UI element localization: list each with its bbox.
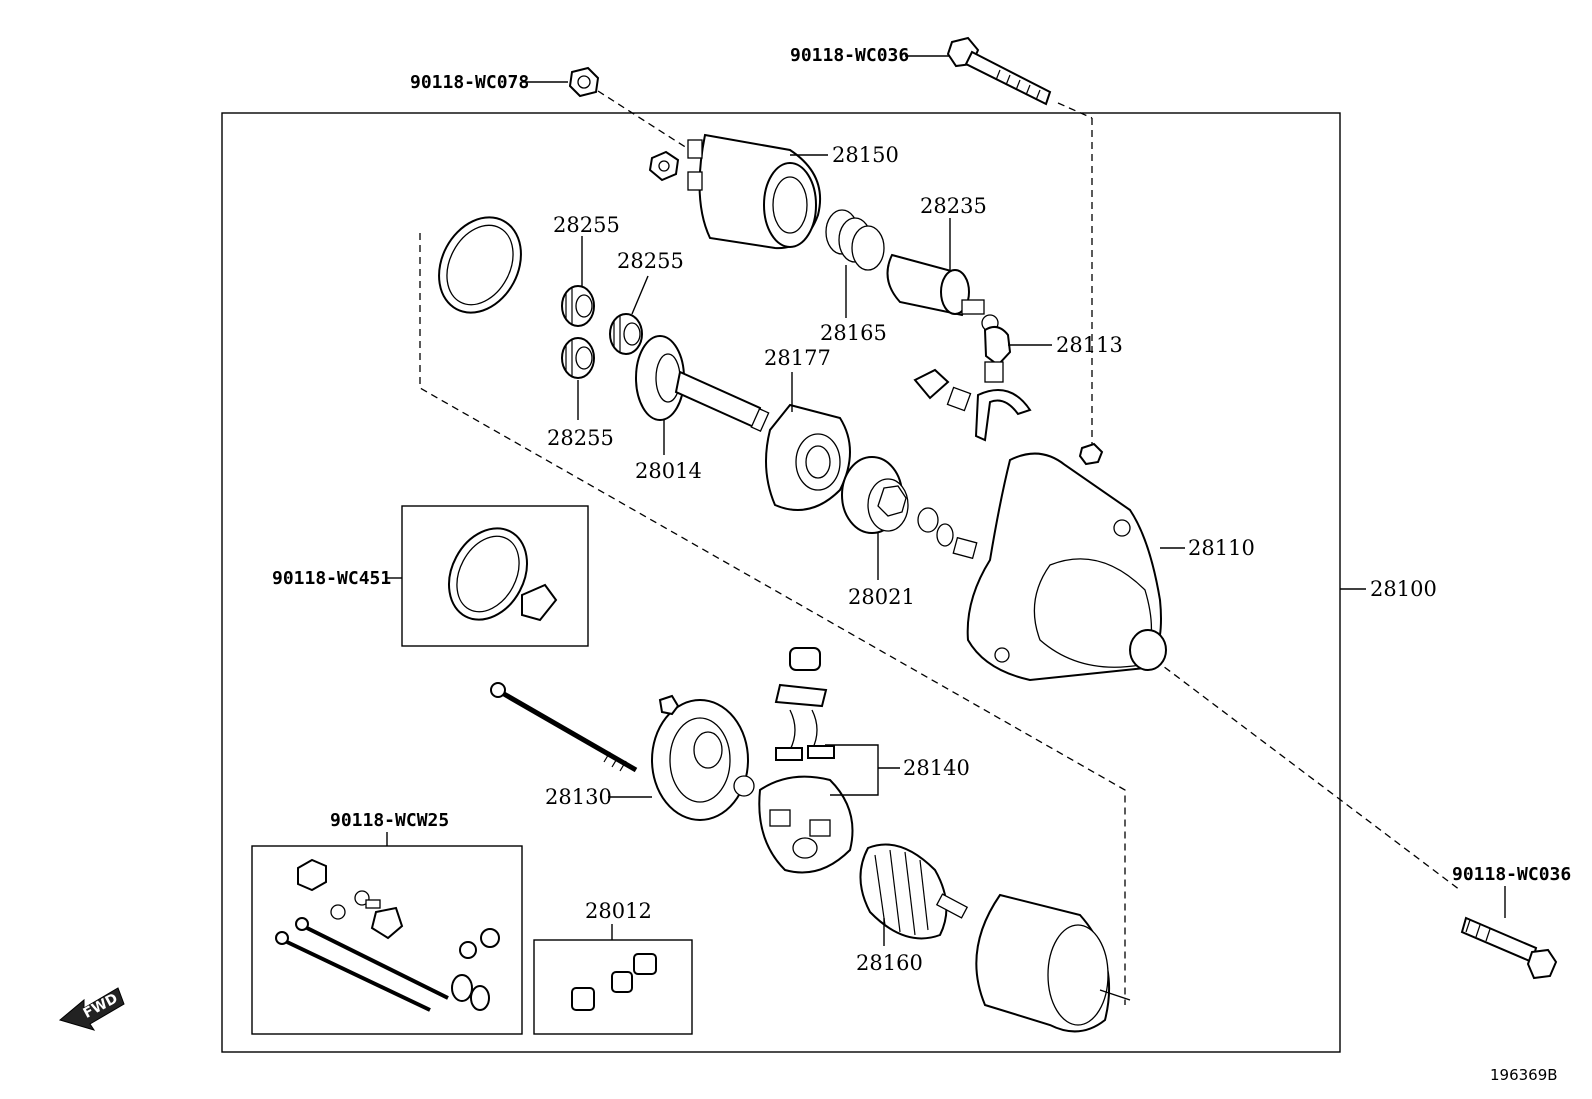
yoke bbox=[975, 893, 1131, 1033]
label-28177: 28177 bbox=[764, 346, 831, 370]
dashed-leader-top-bolt bbox=[1057, 102, 1093, 119]
solenoid-28150 bbox=[648, 133, 822, 250]
label-28150: 28150 bbox=[832, 143, 899, 167]
dashed-leader-top-nut bbox=[597, 90, 691, 151]
plunger-28235 bbox=[886, 253, 999, 332]
label-28255-b: 28255 bbox=[617, 249, 684, 273]
callout-90118-wc036-top: 90118-WC036 bbox=[790, 45, 909, 66]
gear-28255-a bbox=[561, 285, 595, 327]
label-28165: 28165 bbox=[820, 321, 887, 345]
label-28235: 28235 bbox=[920, 194, 987, 218]
label-28255-a: 28255 bbox=[553, 213, 620, 237]
fwd-arrow-icon: FWD bbox=[58, 987, 125, 1031]
label-28255-c: 28255 bbox=[547, 426, 614, 450]
label-28021: 28021 bbox=[848, 585, 915, 609]
housing-28177 bbox=[765, 403, 851, 511]
label-28100: 28100 bbox=[1370, 577, 1437, 601]
bushings-28012 bbox=[571, 953, 657, 1011]
diagram-code: 196369B bbox=[1490, 1066, 1558, 1084]
kit-box-28012 bbox=[533, 939, 693, 1035]
clutch-28021 bbox=[841, 456, 978, 560]
shaft-28014 bbox=[635, 335, 770, 433]
label-28140: 28140 bbox=[903, 756, 970, 780]
label-28012: 28012 bbox=[585, 899, 652, 923]
dashed-leader-right-bolt bbox=[1154, 659, 1461, 891]
kit-box-wc451 bbox=[401, 505, 589, 647]
end-frame-28130 bbox=[651, 694, 755, 821]
front-housing-28110 bbox=[966, 442, 1167, 682]
label-28110: 28110 bbox=[1188, 536, 1255, 560]
callout-90118-wc078: 90118-WC078 bbox=[410, 72, 529, 93]
brush-holder-28140 bbox=[758, 647, 854, 874]
label-28113: 28113 bbox=[1056, 333, 1123, 357]
label-28014: 28014 bbox=[635, 459, 702, 483]
callout-90118-wc036-right: 90118-WC036 bbox=[1452, 864, 1571, 885]
gear-28255-c bbox=[561, 337, 595, 379]
label-28160: 28160 bbox=[856, 951, 923, 975]
ring-kit-wc451 bbox=[448, 527, 558, 622]
armature-28160 bbox=[859, 843, 969, 940]
bolt-icon bbox=[946, 36, 1052, 106]
kit-wcw25-parts bbox=[275, 858, 500, 1012]
dashed-group-boundary-upper bbox=[419, 233, 1126, 1005]
bolt-right-icon bbox=[1460, 916, 1558, 980]
callout-90118-wcw25: 90118-WCW25 bbox=[330, 810, 449, 831]
through-bolt bbox=[490, 682, 638, 773]
nut-icon bbox=[568, 66, 600, 98]
spring-28165 bbox=[825, 209, 885, 271]
ring-upper-left bbox=[438, 216, 522, 314]
callout-90118-wc451: 90118-WC451 bbox=[272, 568, 391, 589]
label-28130: 28130 bbox=[545, 785, 612, 809]
gear-28255-b bbox=[609, 313, 643, 355]
lever-28113 bbox=[913, 325, 1032, 442]
assembly-frame bbox=[221, 112, 1341, 1053]
